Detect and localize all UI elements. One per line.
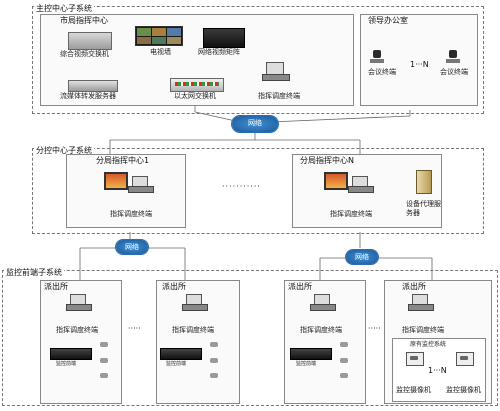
video-switch-device bbox=[68, 32, 112, 50]
conference-terminal-range: 1···N bbox=[410, 60, 429, 69]
network-cloud-main: 网络 bbox=[232, 116, 278, 132]
legacy-system-title: 原有监控系统 bbox=[410, 341, 447, 348]
station-2-camera-1-icon bbox=[210, 342, 218, 347]
station-1-dvr-label: 监控前端 bbox=[56, 361, 77, 367]
legacy-monitoring-system-box bbox=[392, 338, 486, 402]
conference-terminal-a-icon bbox=[370, 50, 384, 64]
station-2-camera-3-icon bbox=[210, 373, 218, 378]
station-3-camera-3-icon bbox=[340, 373, 348, 378]
station-3-terminal-label: 指挥调度终端 bbox=[300, 326, 342, 334]
stream-server-label: 流媒体转发服务器 bbox=[60, 92, 116, 100]
station-2-dvr-label: 监控前端 bbox=[166, 361, 187, 367]
station-n-terminal-label: 指挥调度终端 bbox=[402, 326, 444, 334]
proxy-server-icon bbox=[416, 170, 432, 194]
branch-1-terminal-icon bbox=[128, 176, 154, 193]
station-3-camera-2-icon bbox=[340, 358, 348, 363]
branch-1-monitor-icon bbox=[104, 172, 128, 190]
station-ellipsis-left: ····· bbox=[128, 324, 141, 333]
police-station-1-title: 派出所 bbox=[44, 282, 68, 291]
station-1-camera-3-icon bbox=[100, 373, 108, 378]
dispatch-terminal-label: 指挥调度终端 bbox=[258, 92, 300, 100]
conference-terminal-b-icon bbox=[446, 50, 460, 64]
branch-ellipsis: ··········· bbox=[222, 182, 261, 191]
police-station-1-box bbox=[40, 280, 122, 404]
branch-1-terminal-label: 指挥调度终端 bbox=[110, 210, 152, 218]
branch-center-n-title: 分局指挥中心N bbox=[300, 156, 354, 165]
dispatch-terminal-icon bbox=[262, 62, 292, 81]
branch-subsystem-title: 分控中心子系统 bbox=[34, 146, 94, 156]
police-station-n-title: 派出所 bbox=[402, 282, 426, 291]
conference-terminal-b-label: 会议终端 bbox=[440, 68, 468, 76]
video-switch-label: 综合视频交换机 bbox=[60, 50, 109, 58]
proxy-server-label: 设备代理服务器 bbox=[406, 200, 441, 217]
video-matrix-label: 网络视频矩阵 bbox=[198, 48, 240, 56]
station-1-dvr-icon bbox=[50, 348, 92, 360]
leader-office-title: 领导办公室 bbox=[368, 16, 408, 25]
legacy-camera-a-icon bbox=[406, 352, 424, 366]
legacy-camera-b-label: 监控摄像机 bbox=[446, 386, 481, 394]
police-station-2-title: 派出所 bbox=[162, 282, 186, 291]
ethernet-switch-device bbox=[170, 78, 224, 92]
station-1-terminal-label: 指挥调度终端 bbox=[56, 326, 98, 334]
station-3-dvr-icon bbox=[290, 348, 332, 360]
front-subsystem-title: 监控前端子系统 bbox=[4, 268, 64, 278]
branch-center-1-title: 分局指挥中心1 bbox=[96, 156, 150, 165]
station-1-camera-2-icon bbox=[100, 358, 108, 363]
branch-n-terminal-label: 指挥调度终端 bbox=[330, 210, 372, 218]
station-ellipsis-right: ····· bbox=[368, 324, 381, 333]
ethernet-switch-label: 以太网交换机 bbox=[174, 92, 216, 100]
station-2-dvr-icon bbox=[160, 348, 202, 360]
station-3-dvr-label: 监控前端 bbox=[296, 361, 317, 367]
station-3-terminal-icon bbox=[310, 294, 336, 311]
video-matrix-device bbox=[203, 28, 245, 48]
station-3-camera-1-icon bbox=[340, 342, 348, 347]
branch-n-monitor-icon bbox=[324, 172, 348, 190]
main-control-subsystem bbox=[32, 6, 484, 114]
branch-control-subsystem bbox=[32, 148, 484, 234]
station-2-terminal-label: 指挥调度终端 bbox=[172, 326, 214, 334]
station-2-terminal-icon bbox=[182, 294, 208, 311]
stream-server-device bbox=[68, 80, 118, 92]
network-cloud-front-right: 网络 bbox=[346, 250, 378, 264]
station-1-terminal-icon bbox=[66, 294, 92, 311]
station-n-terminal-icon bbox=[408, 294, 434, 311]
tv-wall-device bbox=[135, 26, 183, 46]
front-end-subsystem bbox=[2, 270, 498, 406]
legacy-camera-b-icon bbox=[456, 352, 474, 366]
tv-wall-label: 电视墙 bbox=[150, 48, 171, 56]
city-center-title: 市局指挥中心 bbox=[60, 16, 108, 25]
branch-center-1-box bbox=[66, 154, 186, 228]
conference-terminal-a-label: 会议终端 bbox=[368, 68, 396, 76]
legacy-camera-a-label: 监控摄像机 bbox=[396, 386, 431, 394]
network-cloud-front-left: 网络 bbox=[116, 240, 148, 254]
station-2-camera-2-icon bbox=[210, 358, 218, 363]
main-subsystem-title: 主控中心子系统 bbox=[34, 4, 94, 14]
legacy-camera-range: 1···N bbox=[428, 366, 447, 375]
branch-n-terminal-icon bbox=[348, 176, 374, 193]
station-1-camera-1-icon bbox=[100, 342, 108, 347]
police-station-3-title: 派出所 bbox=[288, 282, 312, 291]
